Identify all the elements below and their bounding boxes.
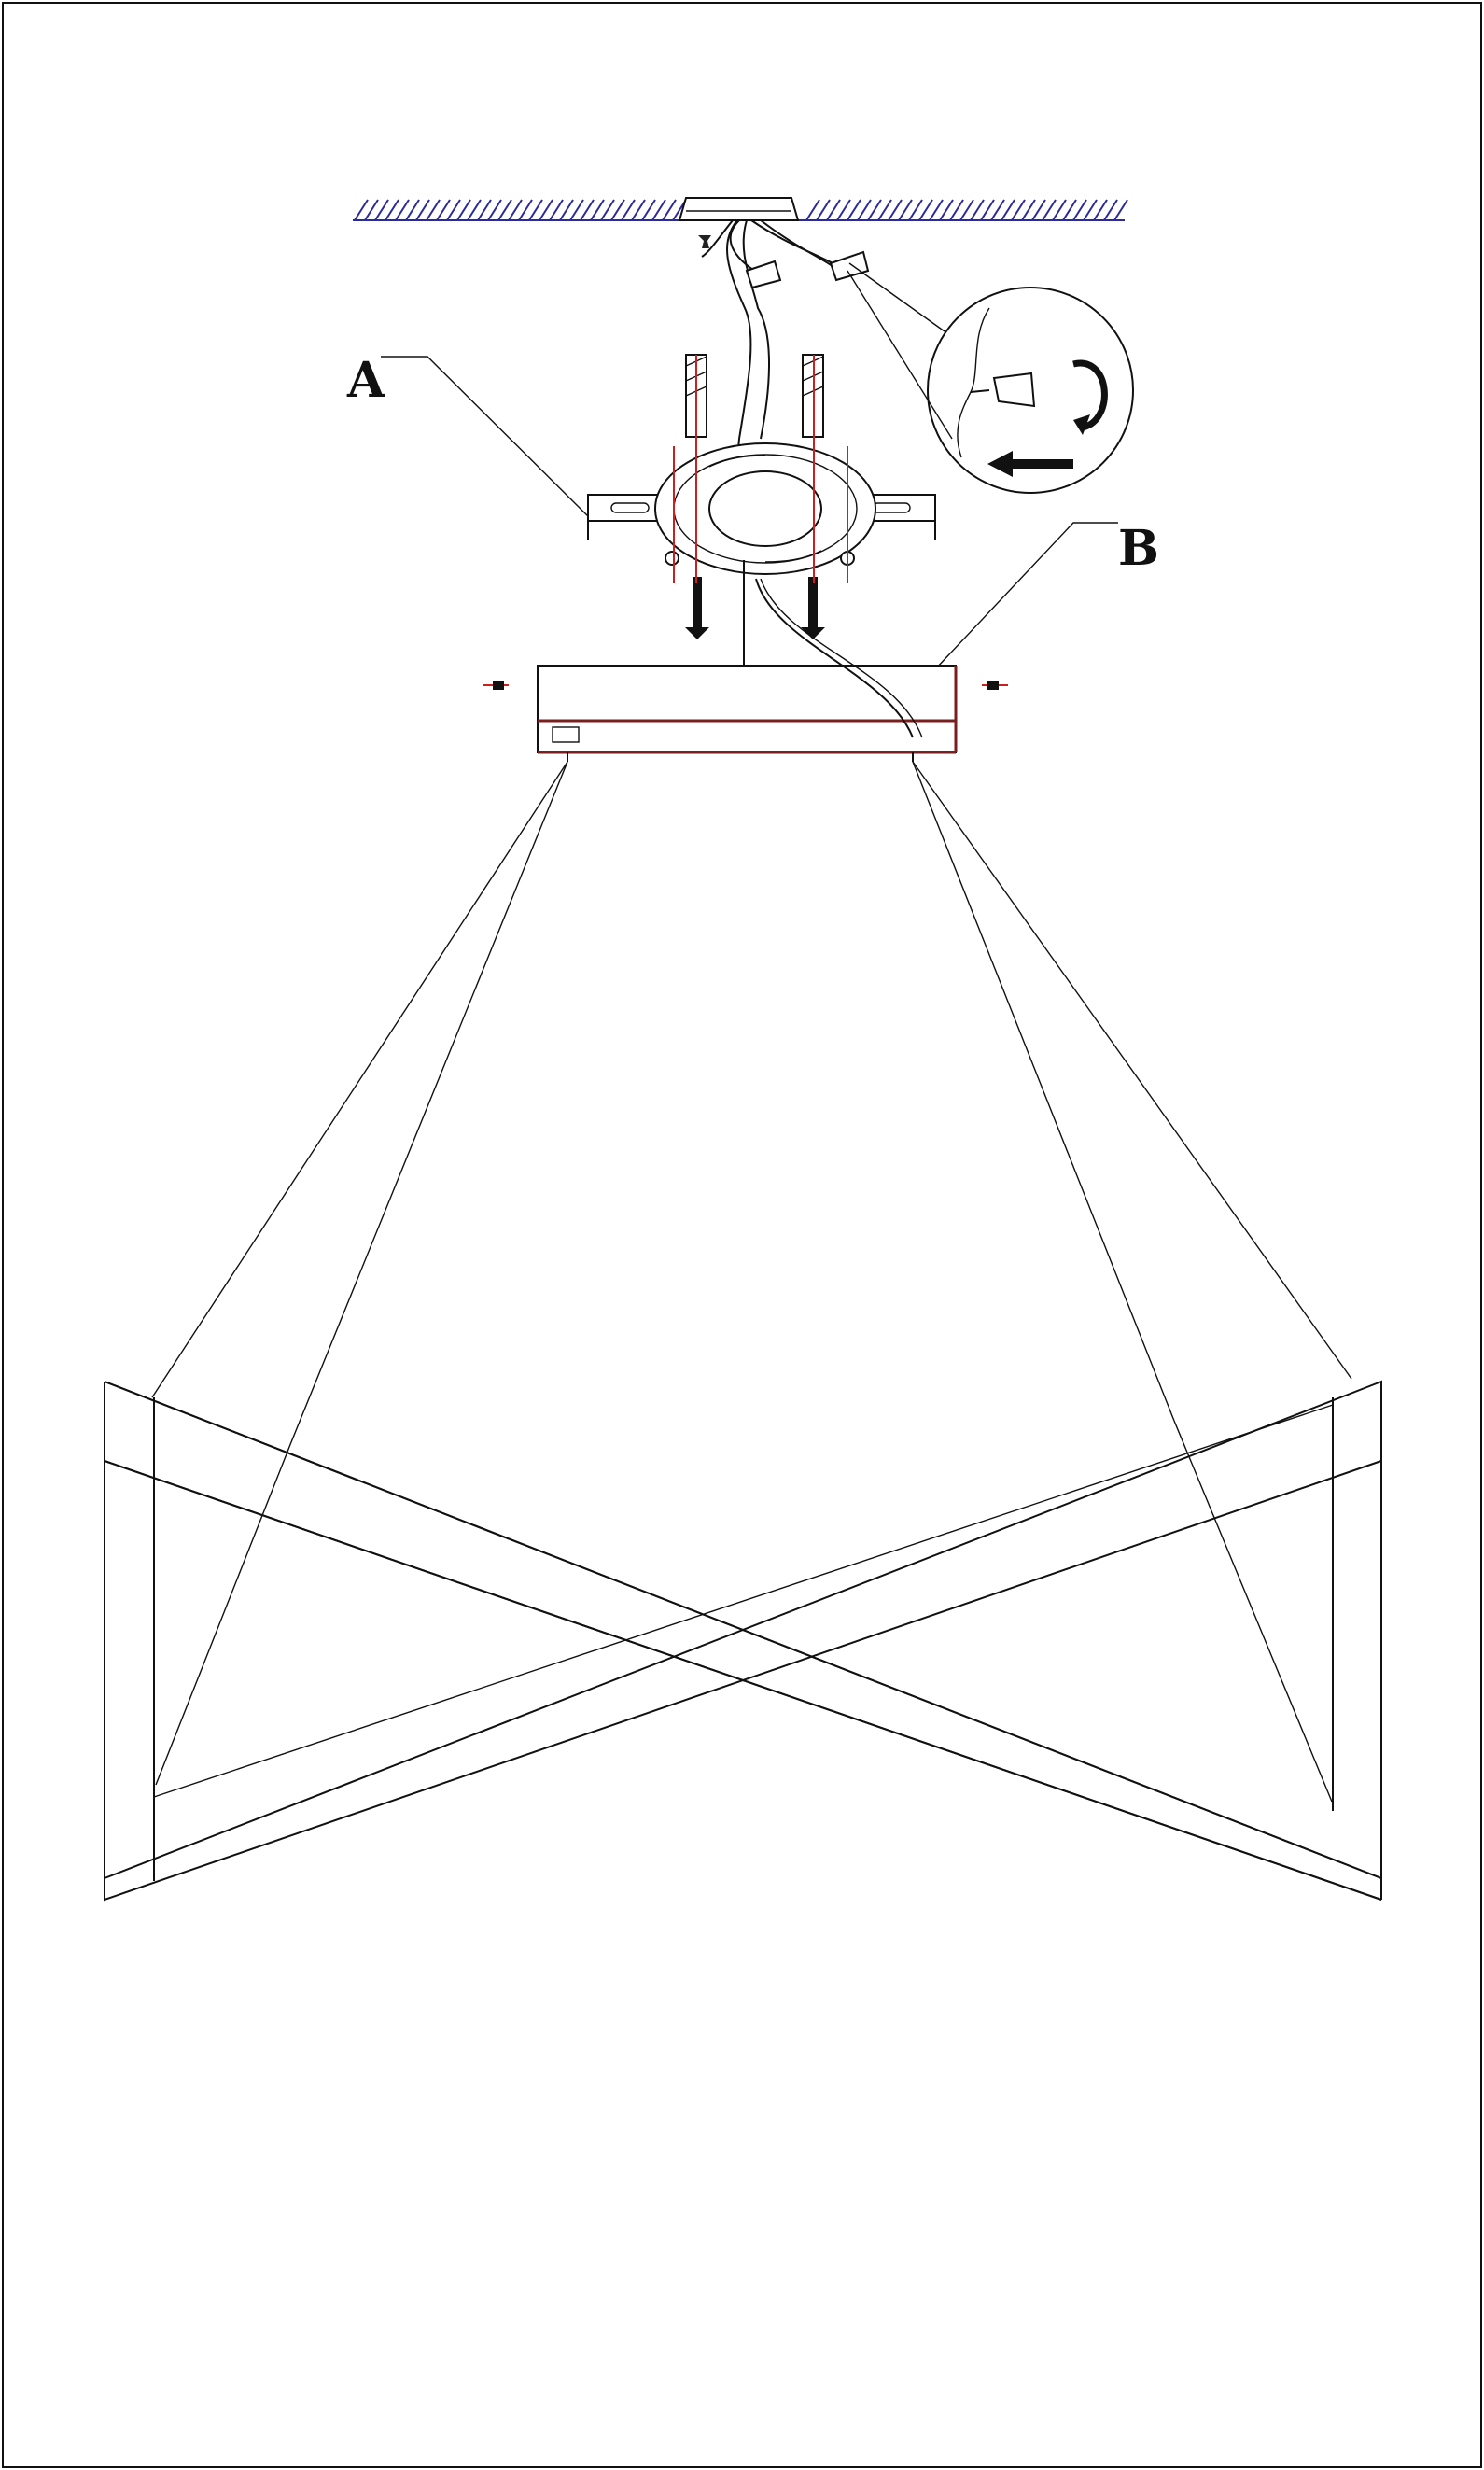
wire-nut-detail-callout [847,262,1134,494]
screw-icon [665,551,855,639]
hatch-mark [1093,199,1108,221]
hatch-mark [867,199,882,221]
hatch-mark [1072,199,1087,221]
label-b: B [918,520,1159,687]
hatch-mark [805,199,820,221]
hatch-mark [816,199,831,221]
hatch-mark [415,199,430,221]
hatch-mark [939,199,954,221]
hatch-mark [1001,199,1015,221]
hatch-mark [487,199,502,221]
hatch-mark [354,199,369,221]
screw-icon [483,681,1008,690]
hatch-mark [549,199,564,221]
hatch-mark [539,199,553,221]
hatch-mark [497,199,512,221]
hatch-mark [847,199,861,221]
ceiling [353,199,1128,221]
hatch-mark [518,199,533,221]
hatch-mark [918,199,933,221]
hatch-mark [949,199,964,221]
clockwise-rotate-arrow-icon [1072,359,1108,431]
hatch-mark [1021,199,1036,221]
hatch-mark [990,199,1005,221]
hatch-mark [446,199,461,221]
x-frame-fixture [104,1380,1382,1902]
hatch-mark [374,199,389,221]
hatch-mark [590,199,605,221]
hatch-mark [559,199,574,221]
hatch-mark [662,199,677,221]
hatch-mark [888,199,903,221]
hatch-mark [959,199,974,221]
label-a: A [346,352,591,519]
canopy [483,560,1008,762]
hatch-mark [508,199,523,221]
hatch-mark [1031,199,1046,221]
hatch-mark [1083,199,1098,221]
hatch-mark [456,199,471,221]
hatch-mark [426,199,441,221]
mounting-crossbar [587,442,936,575]
wall-anchor-icon [685,354,824,438]
hatch-mark [898,199,913,221]
alignment-guides [673,355,848,583]
wire-nut-icon [992,372,1036,408]
svg-text:A: A [346,352,385,409]
hatch-mark [836,199,851,221]
hatch-mark [929,199,944,221]
hatch-mark [1042,199,1057,221]
hatch-mark [631,199,646,221]
hatch-mark [1062,199,1077,221]
hatch-mark [1113,199,1128,221]
hatch-mark [395,199,410,221]
hatch-mark [385,199,399,221]
hatch-mark [877,199,892,221]
ceiling-junction-box [678,197,800,221]
hatch-mark [980,199,995,221]
hatch-mark [467,199,482,221]
hatch-mark [580,199,595,221]
hatch-mark [569,199,584,221]
suspension-cables [151,761,1352,1803]
wire-nut-icon [745,250,870,289]
screw-icon [698,235,711,248]
hatch-mark [600,199,615,221]
hatch-mark [857,199,872,221]
hatch-mark [477,199,492,221]
hatch-mark [1011,199,1026,221]
supply-wires [701,219,843,561]
hatch-mark [1052,199,1067,221]
hatch-mark [528,199,543,221]
hatch-mark [1103,199,1118,221]
hatch-mark [610,199,625,221]
hatch-mark [651,199,666,221]
hatch-mark [641,199,656,221]
hatch-mark [970,199,985,221]
hatch-mark [826,199,841,221]
hatch-mark [436,199,451,221]
hatch-mark [364,199,379,221]
svg-text:B: B [1118,520,1159,577]
hatch-mark [908,199,923,221]
hatch-mark [405,199,420,221]
hatch-mark [621,199,636,221]
left-push-arrow-icon [987,451,1073,477]
